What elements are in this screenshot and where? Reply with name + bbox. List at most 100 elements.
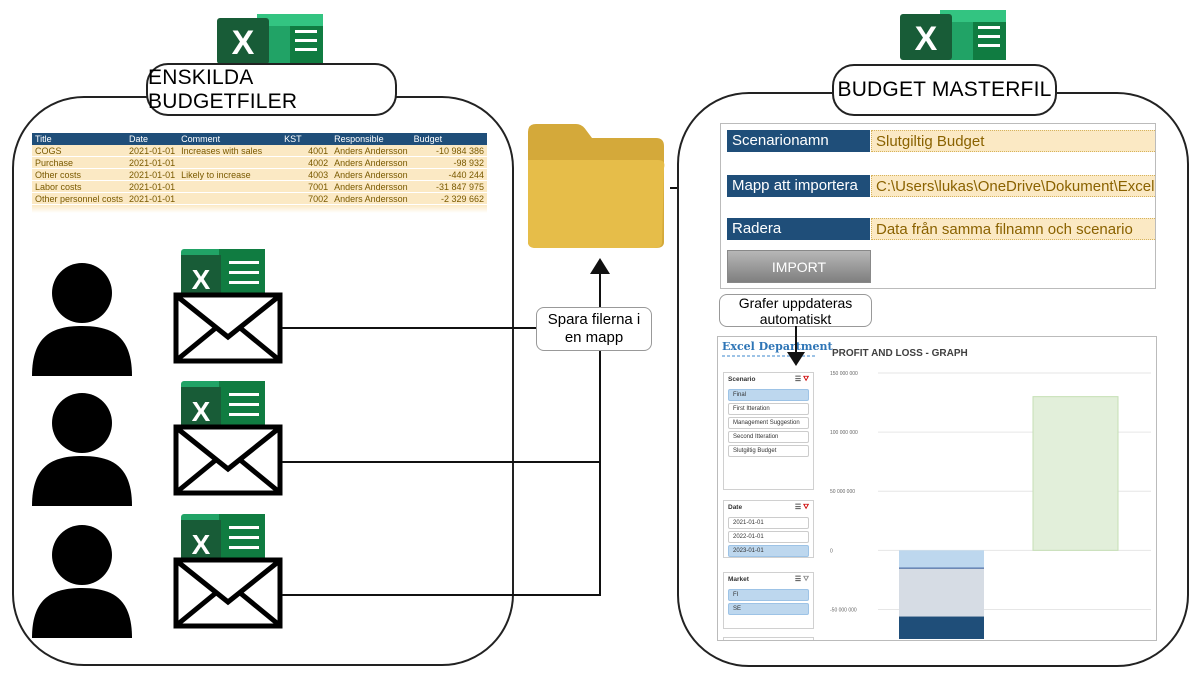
multi-select-icon[interactable]: ☰ (794, 504, 802, 511)
slicer-title: Market (728, 576, 749, 583)
table-cell: Labor costs (32, 180, 127, 193)
slicer-item[interactable]: Slutgiltig Budget (728, 445, 809, 457)
callout-line: automatiskt (759, 310, 832, 327)
bar-segment (899, 550, 984, 569)
svg-text:X: X (192, 264, 211, 295)
table-cell: 4002 (281, 156, 332, 169)
individual-budget-files-title: ENSKILDA BUDGETFILER (146, 63, 397, 116)
table-cell: Likely to increase (178, 168, 282, 181)
email-envelope-icon: X (173, 249, 283, 364)
table-cell: 7002 (281, 192, 332, 205)
slicer-item[interactable]: Second Itteration (728, 431, 809, 443)
table-cell: Anders Andersson (331, 145, 411, 157)
graphs-update-callout: Grafer uppdateras automatiskt (719, 294, 872, 327)
table-cell: -31 847 975 (410, 180, 487, 193)
column-header: Date (126, 133, 179, 145)
brand-underline (722, 355, 817, 357)
table-cell: 2021-01-01 (126, 192, 179, 205)
column-header: KST (281, 133, 332, 145)
connector-line (282, 594, 600, 596)
column-header: Title (32, 133, 127, 145)
extra-slicer (723, 637, 814, 640)
master-settings-panel: Scenarionamn Slutgiltig Budget Mapp att … (720, 123, 1156, 289)
table-cell: Other costs (32, 168, 127, 181)
y-tick-label: -50 000 000 (830, 607, 857, 613)
slicer-item[interactable]: 2023-01-01 (728, 545, 809, 557)
person-icon (32, 393, 132, 506)
table-cell (178, 180, 282, 193)
clear-filter-icon[interactable]: ⛛ (803, 576, 809, 583)
market-slicer: Market ☰ ⛛ FI SE (723, 572, 814, 629)
svg-text:X: X (192, 396, 211, 427)
bar-segment (899, 568, 984, 617)
table-cell: 2021-01-01 (126, 180, 179, 193)
callout-line: en mapp (564, 329, 624, 346)
table-cell: -98 932 (410, 156, 487, 169)
slicer-item[interactable]: FI (728, 589, 809, 601)
slicer-title: Scenario (728, 376, 756, 383)
column-header: Responsible (331, 133, 411, 145)
slicer-item[interactable]: Final (728, 389, 809, 401)
import-button[interactable]: IMPORT (727, 250, 871, 283)
table-cell (178, 192, 282, 205)
connector-line (282, 327, 536, 329)
svg-text:X: X (192, 529, 211, 560)
slicer-item[interactable]: SE (728, 603, 809, 615)
profit-loss-chart: 150 000 000 100 000 000 50 000 000 0 -50 000… (830, 371, 1151, 639)
budget-table: Title Date Comment KST Responsible Budge… (32, 133, 487, 205)
table-cell: Other personnel costs (32, 192, 127, 205)
slicer-item[interactable]: First Itteration (728, 403, 809, 415)
table-fade (32, 205, 487, 213)
table-cell: Anders Andersson (331, 168, 411, 181)
budget-master-file-title: BUDGET MASTERFIL (832, 64, 1057, 116)
connector-line (795, 326, 797, 354)
slicer-item[interactable]: 2022-01-01 (728, 531, 809, 543)
table-cell: -440 244 (410, 168, 487, 181)
brand-logo: Excel Department (722, 340, 833, 353)
multi-select-icon[interactable]: ☰ (794, 376, 802, 383)
arrow-down-icon (787, 352, 805, 366)
table-cell: Anders Andersson (331, 192, 411, 205)
table-cell: Anders Andersson (331, 180, 411, 193)
y-tick-label: 150 000 000 (830, 371, 858, 377)
table-cell: Increases with sales (178, 145, 282, 157)
arrow-up-icon (590, 258, 610, 274)
clear-filter-icon[interactable]: ⛛ (803, 504, 809, 511)
table-cell: Anders Andersson (331, 156, 411, 169)
multi-select-icon[interactable]: ☰ (794, 576, 802, 583)
delete-label: Radera (727, 218, 870, 240)
table-cell: Purchase (32, 156, 127, 169)
column-header: Budget (410, 133, 487, 145)
dashboard-preview: Excel Department PROFIT AND LOSS - GRAPH… (717, 336, 1157, 641)
y-tick-label: 0 (830, 548, 833, 554)
scenario-name-input[interactable]: Slutgiltig Budget (871, 130, 1155, 152)
folder-icon (528, 124, 665, 248)
import-folder-input[interactable]: C:\Users\lukas\OneDrive\Dokument\Excel (871, 175, 1155, 197)
clear-filter-icon[interactable]: ⛛ (803, 376, 809, 383)
table-cell: 4001 (281, 145, 332, 157)
chart-title: PROFIT AND LOSS - GRAPH (832, 348, 968, 359)
y-tick-label: 50 000 000 (830, 489, 855, 495)
y-tick-label: 100 000 000 (830, 430, 858, 436)
table-cell: 7001 (281, 180, 332, 193)
callout-line: Grafer uppdateras (738, 294, 853, 311)
delete-option-input[interactable]: Data från samma filnamn och scenario (871, 218, 1155, 240)
person-icon (32, 525, 132, 638)
table-cell: -10 984 386 (410, 145, 487, 157)
table-cell: 4003 (281, 168, 332, 181)
table-cell: 2021-01-01 (126, 168, 179, 181)
table-cell: 2021-01-01 (126, 156, 179, 169)
slicer-item[interactable]: Management Suggestion (728, 417, 809, 429)
column-header: Comment (178, 133, 282, 145)
table-cell: -2 329 662 (410, 192, 487, 205)
save-files-callout: Spara filerna i en mapp (536, 307, 652, 351)
svg-text:X: X (232, 24, 255, 62)
connector-line (599, 270, 601, 596)
slicer-item[interactable]: 2021-01-01 (728, 517, 809, 529)
